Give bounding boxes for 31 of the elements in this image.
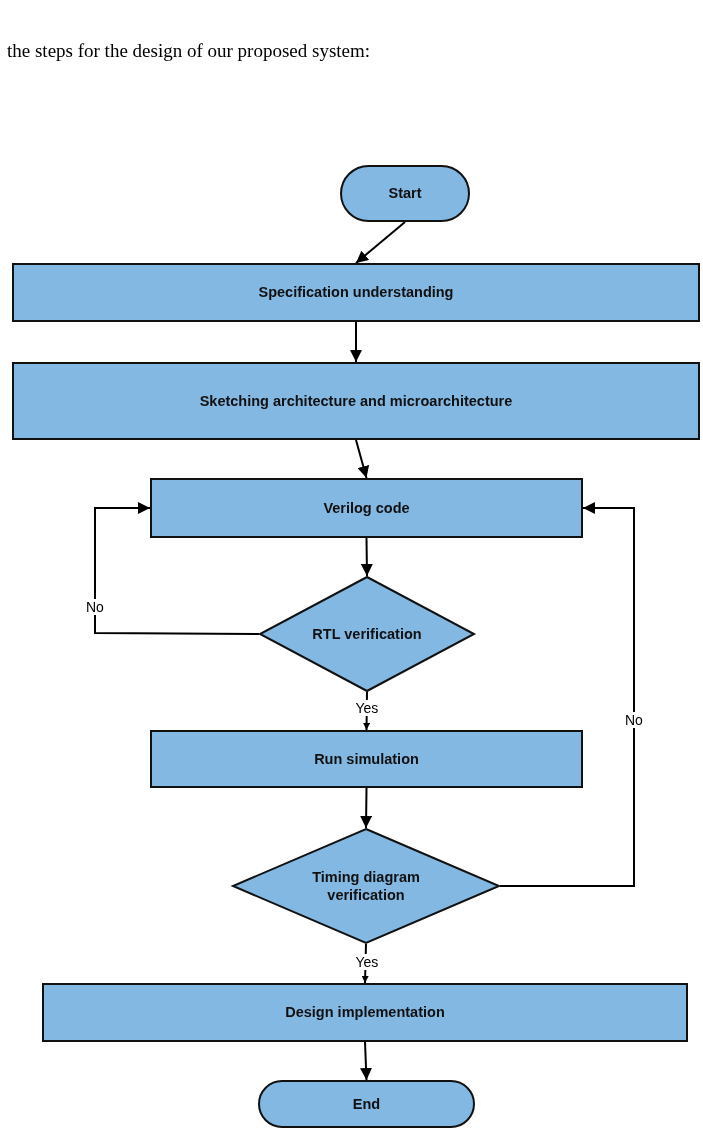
node-text: Sketching architecture and microarchitecture <box>199 391 513 411</box>
process-box <box>12 362 700 440</box>
arrow <box>355 221 406 264</box>
node-text: End <box>352 1094 381 1114</box>
process-box <box>150 730 583 788</box>
terminal-node <box>340 165 470 222</box>
process-box <box>42 983 688 1042</box>
node-text: Run simulation <box>314 749 419 769</box>
intro-text: the steps for the design of our proposed system: <box>7 40 371 62</box>
node-text: RTL verification <box>312 624 422 644</box>
decision-diamond <box>259 576 475 692</box>
edge-label: No <box>85 599 105 615</box>
edge-label: Yes <box>354 954 380 970</box>
process-box <box>150 478 583 538</box>
node-text: Start <box>388 184 422 203</box>
decision-diamond <box>232 828 500 944</box>
arrow <box>360 537 373 577</box>
node-text: Timing diagram verification <box>311 867 421 905</box>
terminal-node <box>258 1080 475 1128</box>
arrow <box>350 321 362 363</box>
node-text: Specification understanding <box>258 283 454 302</box>
arrow <box>355 439 370 479</box>
arrow <box>360 787 373 829</box>
node-text: Design implementation <box>285 1003 445 1022</box>
arrow <box>360 1041 372 1081</box>
arrow <box>499 502 635 887</box>
node-text: Verilog code <box>323 498 410 518</box>
process-box <box>12 263 700 322</box>
arrow <box>94 502 260 635</box>
edge-label: Yes <box>354 700 380 716</box>
edge-label: No <box>624 712 644 728</box>
